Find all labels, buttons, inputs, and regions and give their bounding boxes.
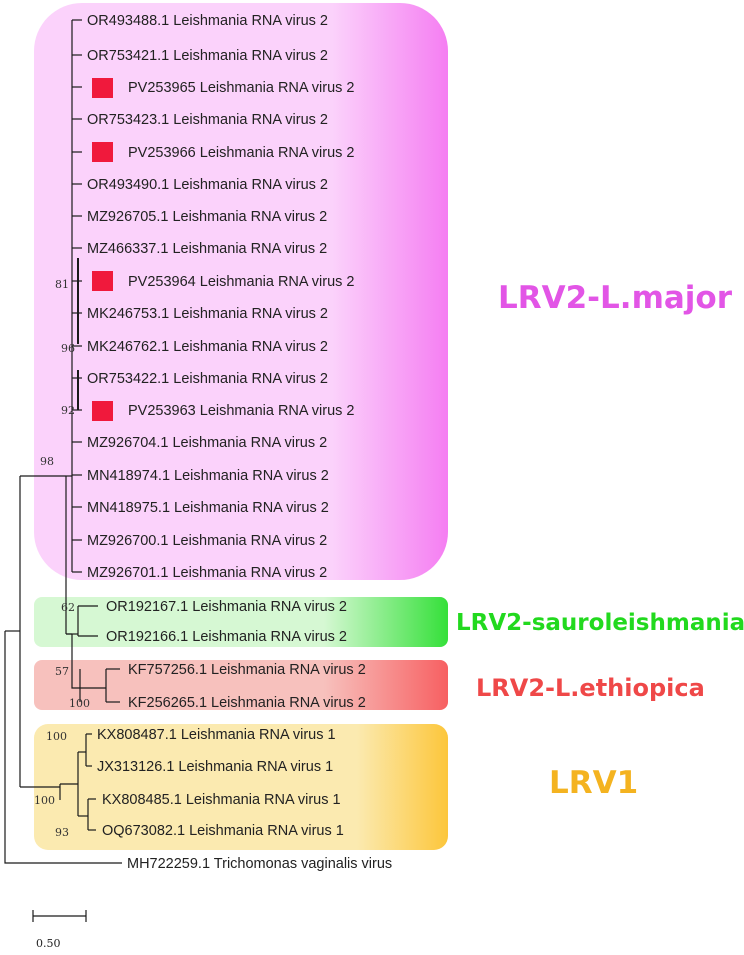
leaf-label: MZ926705.1 Leishmania RNA virus 2	[87, 209, 327, 225]
clade-box-lrv2-l-ethiopica	[34, 660, 448, 710]
leaf-label: MK246753.1 Leishmania RNA virus 2	[87, 306, 328, 322]
bootstrap-value: 57	[55, 665, 69, 678]
scale-bar-label: 0.50	[36, 937, 61, 950]
bootstrap-values: 81 96 92 98 62 57 100 100 100 93	[34, 278, 90, 839]
leaf-label: JX313126.1 Leishmania RNA virus 1	[97, 759, 333, 775]
bootstrap-value: 93	[55, 826, 69, 839]
leaf-label: KF757256.1 Leishmania RNA virus 2	[128, 662, 366, 678]
leaf-label: PV253963 Leishmania RNA virus 2	[128, 403, 355, 419]
leaf-label: OR753422.1 Leishmania RNA virus 2	[87, 371, 328, 387]
leaf-label: MZ926701.1 Leishmania RNA virus 2	[87, 565, 327, 581]
leaf-label: KF256265.1 Leishmania RNA virus 2	[128, 695, 366, 711]
leaf-label: OR192167.1 Leishmania RNA virus 2	[106, 599, 347, 615]
new-sample-marker	[92, 142, 113, 162]
leaf-label: PV253964 Leishmania RNA virus 2	[128, 274, 355, 290]
new-sample-markers	[92, 78, 113, 421]
bootstrap-value: 92	[61, 404, 75, 417]
bootstrap-value: 100	[46, 730, 67, 743]
scale-bar: 0.50	[32, 910, 87, 950]
leaf-label: OR493488.1 Leishmania RNA virus 2	[87, 13, 328, 29]
leaf-labels: OR493488.1 Leishmania RNA virus 2 OR7534…	[87, 13, 392, 872]
leaf-label: KX808485.1 Leishmania RNA virus 1	[102, 792, 341, 808]
bootstrap-value: 62	[61, 601, 75, 614]
clade-label-lrv2-sauroleishmania: LRV2-sauroleishmania	[456, 610, 744, 636]
bootstrap-value: 98	[40, 455, 54, 468]
bootstrap-value: 100	[69, 697, 90, 710]
leaf-label: OR753421.1 Leishmania RNA virus 2	[87, 48, 328, 64]
new-sample-marker	[92, 401, 113, 421]
leaf-label: OR493490.1 Leishmania RNA virus 2	[87, 177, 328, 193]
leaf-label: OR192166.1 Leishmania RNA virus 2	[106, 629, 347, 645]
leaf-label: MK246762.1 Leishmania RNA virus 2	[87, 339, 328, 355]
leaf-label: KX808487.1 Leishmania RNA virus 1	[97, 727, 336, 743]
leaf-label: MN418975.1 Leishmania RNA virus 2	[87, 500, 329, 516]
new-sample-marker	[92, 271, 113, 291]
leaf-label: MZ926704.1 Leishmania RNA virus 2	[87, 435, 327, 451]
clade-label-lrv2-l-ethiopica: LRV2-L.ethiopica	[476, 674, 705, 702]
tree-branches	[4, 19, 122, 864]
leaf-label: MZ926700.1 Leishmania RNA virus 2	[87, 533, 327, 549]
leaf-label: OR753423.1 Leishmania RNA virus 2	[87, 112, 328, 128]
clade-box-lrv1	[34, 724, 448, 850]
clade-label-lrv1: LRV1	[549, 765, 638, 801]
leaf-label: MN418974.1 Leishmania RNA virus 2	[87, 468, 329, 484]
clade-label-lrv2-l-major: LRV2-L.major	[498, 280, 733, 316]
bootstrap-value: 81	[55, 278, 69, 291]
leaf-label: MZ466337.1 Leishmania RNA virus 2	[87, 241, 327, 257]
clade-box-lrv2-l-major	[34, 3, 448, 580]
leaf-label: MH722259.1 Trichomonas vaginalis virus	[127, 856, 392, 872]
bootstrap-value: 96	[61, 342, 75, 355]
leaf-label: PV253965 Leishmania RNA virus 2	[128, 80, 355, 96]
new-sample-marker	[92, 78, 113, 98]
clade-box-lrv2-sauroleishmania	[34, 597, 448, 647]
leaf-label: OQ673082.1 Leishmania RNA virus 1	[102, 823, 344, 839]
leaf-label: PV253966 Leishmania RNA virus 2	[128, 145, 355, 161]
bootstrap-value: 100	[34, 794, 55, 807]
